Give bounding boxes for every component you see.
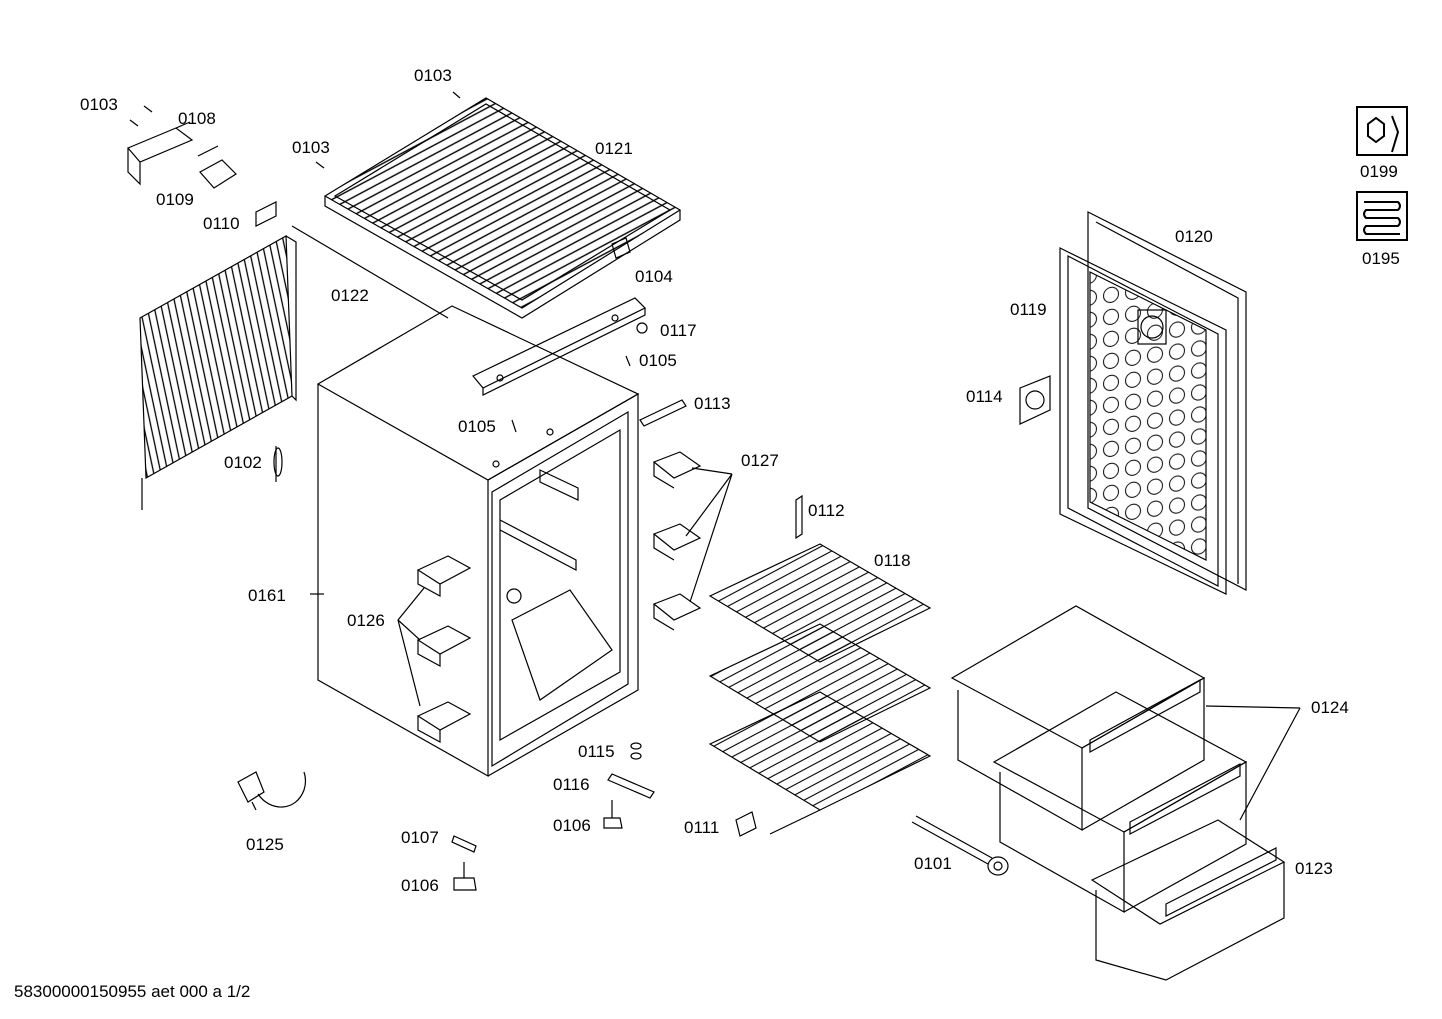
label-0103-a: 0103: [80, 95, 118, 114]
label-0101: 0101: [914, 854, 952, 873]
label-0105-a: 0105: [639, 351, 677, 370]
label-0108: 0108: [178, 109, 216, 128]
label-0106-b: 0106: [401, 876, 439, 895]
label-0106-a: 0106: [553, 816, 591, 835]
document-id-footer: 58300000150955 aet 000 a 1/2: [14, 982, 251, 1001]
rod: [911, 815, 1009, 876]
wire-shelves: [708, 494, 932, 835]
condenser: [139, 234, 297, 510]
label-0109: 0109: [156, 190, 194, 209]
label-0120: 0120: [1175, 227, 1213, 246]
cabinet-body: [316, 305, 640, 778]
label-0113: 0113: [694, 394, 731, 413]
label-0125: 0125: [246, 835, 284, 854]
label-0103-c: 0103: [292, 138, 330, 157]
heating-coil-icon: [1356, 191, 1408, 241]
label-0122: 0122: [331, 286, 369, 305]
label-0118: 0118: [874, 551, 911, 570]
label-0195: 0195: [1362, 249, 1400, 268]
label-0104: 0104: [635, 267, 673, 286]
service-wrench-icon: [1356, 106, 1408, 156]
small-hardware: [451, 237, 757, 891]
label-0103-b: 0103: [414, 66, 452, 85]
power-cord: [237, 771, 307, 811]
label-0124: 0124: [1311, 698, 1349, 717]
label-0102: 0102: [224, 453, 262, 472]
label-0110: 0110: [203, 214, 240, 233]
label-0123: 0123: [1295, 859, 1333, 878]
label-0112: 0112: [808, 501, 845, 520]
drawers: [950, 605, 1301, 981]
door-panel: [1059, 211, 1247, 595]
label-0114: 0114: [966, 387, 1003, 406]
label-0126: 0126: [347, 611, 385, 630]
shelf-supports-right: [652, 451, 733, 631]
label-0117: 0117: [660, 321, 697, 340]
mounting-rail: [472, 297, 647, 396]
label-0107: 0107: [401, 828, 439, 847]
top-cover: [323, 97, 682, 319]
label-0161: 0161: [248, 586, 286, 605]
label-0121: 0121: [595, 139, 633, 158]
hinge-bracket-parts: [127, 91, 461, 319]
label-0119: 0119: [1010, 300, 1047, 319]
shelf-supports-left: [397, 555, 472, 744]
label-0111: 0111: [684, 818, 720, 837]
label-0127: 0127: [741, 451, 779, 470]
label-0199: 0199: [1360, 162, 1398, 181]
gasket-pad: [1019, 375, 1051, 425]
label-0105-b: 0105: [458, 417, 496, 436]
label-0116: 0116: [553, 775, 590, 794]
label-0115: 0115: [578, 742, 615, 761]
